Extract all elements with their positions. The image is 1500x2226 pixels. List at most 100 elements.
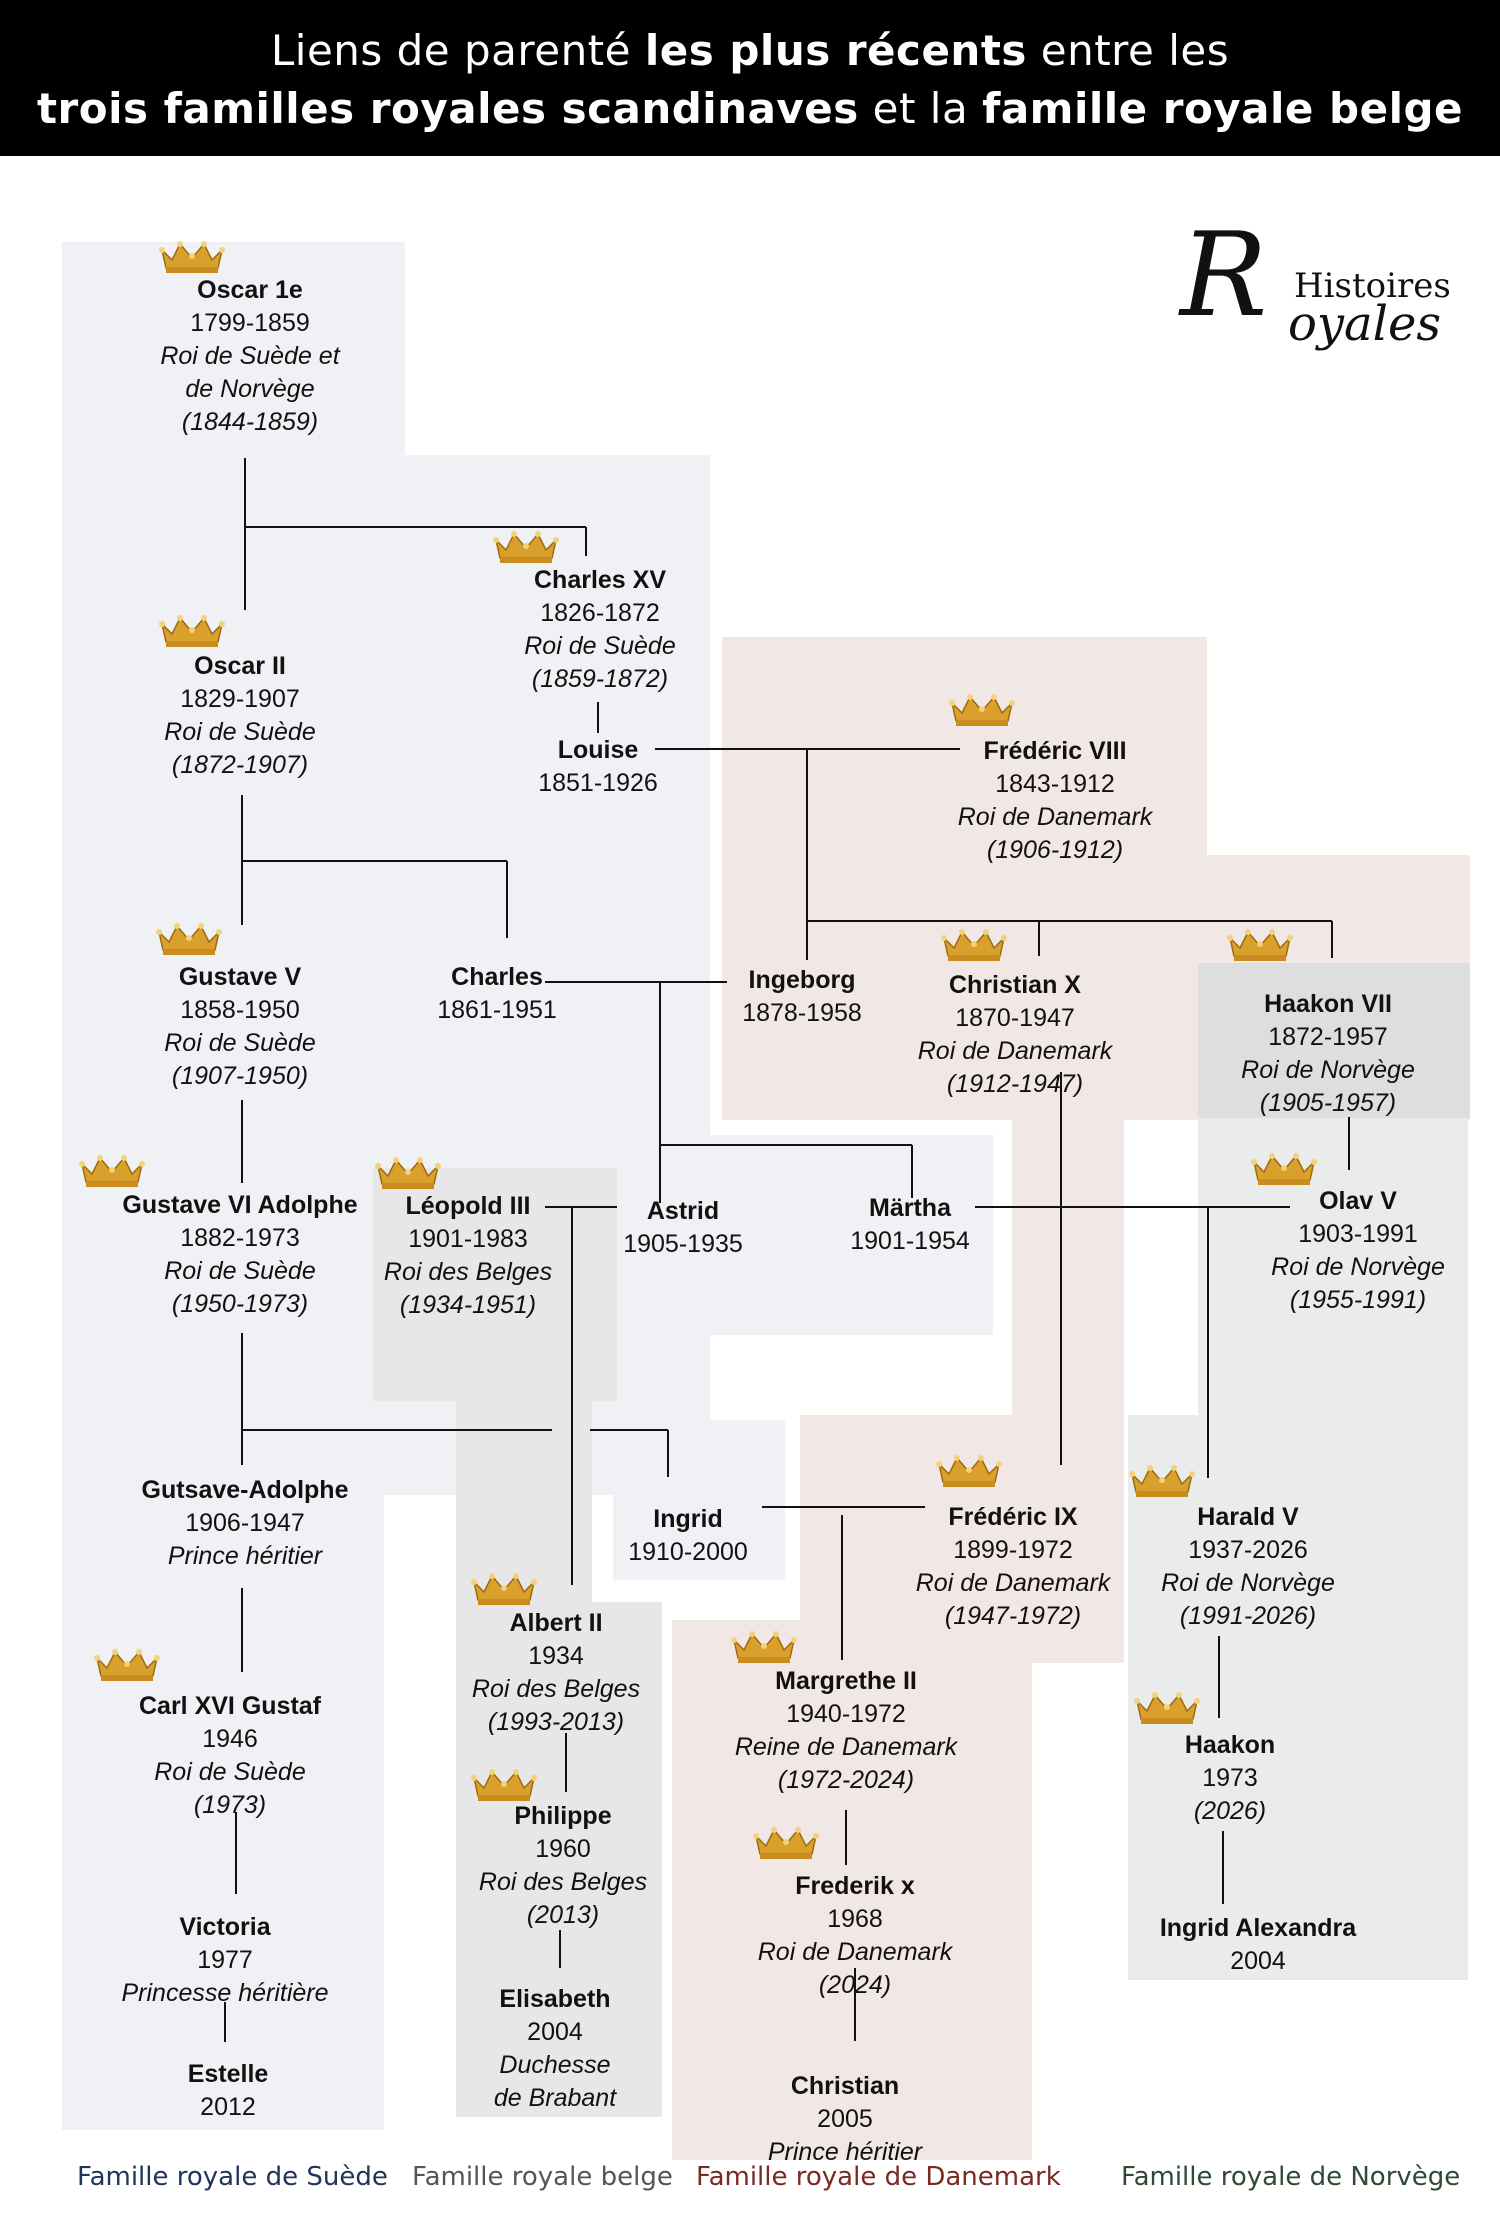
- crown-icon: [94, 1649, 160, 1681]
- person-years: 1973: [1202, 1764, 1258, 1792]
- crown-icon: [159, 615, 225, 647]
- person-years: 1861-1951: [437, 996, 557, 1024]
- legend-belgium: Famille royale belge: [412, 2162, 673, 2192]
- person-years: 1903-1991: [1298, 1220, 1418, 1248]
- person-name: Estelle: [187, 2060, 269, 2088]
- belgium-zone: [456, 1400, 592, 1605]
- person-name: Margrethe II: [775, 1667, 917, 1695]
- person-title: Roi de Danemark: [957, 803, 1153, 831]
- legend-denmark: Famille royale de Danemark: [696, 2162, 1061, 2192]
- norway-zone-overlap: [1198, 963, 1470, 1118]
- person-years: 1843-1912: [995, 770, 1115, 798]
- person-years: 2012: [200, 2093, 256, 2121]
- person-years: 1899-1972: [953, 1536, 1073, 1564]
- norway-zone: [1128, 1415, 1468, 1980]
- person-years: 1977: [197, 1946, 253, 1974]
- person-years: 1968: [827, 1905, 883, 1933]
- person-title: Roi des Belges: [478, 1868, 648, 1896]
- person-title: (1993-2013): [487, 1708, 625, 1736]
- person-title: (1905-1957): [1259, 1089, 1397, 1117]
- person-years: 1910-2000: [628, 1538, 748, 1566]
- person-title: Princesse héritière: [121, 1979, 329, 2007]
- sweden-zone: [62, 1490, 384, 2130]
- person-years: 1937-2026: [1188, 1536, 1308, 1564]
- title-banner: Liens de parenté les plus récents entre …: [0, 0, 1500, 156]
- person-title: (2013): [526, 1901, 600, 1929]
- person-years: 1946: [202, 1725, 258, 1753]
- person-title: Roi de Suède: [164, 1257, 316, 1285]
- crown-icon: [1227, 929, 1293, 961]
- person-title: de Norvège: [185, 375, 315, 403]
- person-node: Charles 1861-1951: [437, 961, 557, 1027]
- title-part: Liens de parenté: [270, 26, 645, 75]
- person-title: Roi de Danemark: [917, 1037, 1113, 1065]
- person-name: Christian: [790, 2072, 900, 2100]
- person-title: (1844-1859): [181, 408, 319, 436]
- sweden-zone: [62, 242, 405, 457]
- person-years: 1858-1950: [180, 996, 300, 1024]
- person-name: Albert II: [509, 1609, 603, 1637]
- person-title: Roi de Suède: [524, 632, 676, 660]
- person-name: Elisabeth: [499, 1985, 611, 2013]
- person-years: 1799-1859: [190, 309, 310, 337]
- person-years: 1934: [528, 1642, 584, 1670]
- person-title: (1991-2026): [1179, 1602, 1317, 1630]
- person-title: (1955-1991): [1289, 1286, 1427, 1314]
- person-years: 2004: [527, 2018, 583, 2046]
- person-title: Roi de Suède et: [160, 342, 340, 370]
- person-name: Ingeborg: [748, 966, 856, 994]
- person-title: Reine de Danemark: [734, 1733, 958, 1761]
- person-title: (1912-1947): [946, 1070, 1084, 1098]
- crown-icon: [493, 531, 559, 563]
- logo-initial: R: [1180, 208, 1268, 343]
- person-title: (1859-1872): [531, 665, 669, 693]
- person-title: Roi de Suède: [164, 718, 316, 746]
- person-name: Victoria: [179, 1913, 271, 1941]
- person-name: Haakon: [1184, 1731, 1276, 1759]
- person-name: Astrid: [646, 1197, 720, 1225]
- crown-icon: [941, 929, 1007, 961]
- person-title: Duchesse: [499, 2051, 611, 2079]
- person-name: Christian X: [949, 971, 1081, 999]
- person-name: Louise: [557, 736, 639, 764]
- title-part: et la: [858, 84, 983, 133]
- person-name: Charles: [451, 963, 543, 991]
- title-line-2: trois familles royales scandinaves et la…: [0, 84, 1500, 133]
- person-years: 1851-1926: [538, 769, 658, 797]
- person-years: 1901-1983: [408, 1225, 528, 1253]
- person-title: Roi de Danemark: [915, 1569, 1111, 1597]
- person-name: Märtha: [869, 1194, 951, 1222]
- crown-icon: [159, 241, 225, 273]
- person-node: Louise 1851-1926: [538, 734, 658, 800]
- person-name: Oscar 1e: [197, 276, 303, 304]
- belgium-zone: [456, 1602, 662, 2117]
- person-title: (1973): [193, 1791, 267, 1819]
- person-title: (1950-1973): [171, 1290, 309, 1318]
- person-title: Roi de Danemark: [757, 1938, 953, 1966]
- sweden-zone: [613, 1420, 785, 1580]
- crown-icon: [471, 1573, 537, 1605]
- person-name: Gutsave-Adolphe: [141, 1476, 349, 1504]
- person-years: 2005: [817, 2105, 873, 2133]
- norway-zone: [1198, 1118, 1468, 1418]
- person-title: Roi de Norvège: [1161, 1569, 1335, 1597]
- person-title: (2024): [818, 1971, 892, 1999]
- person-name: Frédéric IX: [948, 1503, 1078, 1531]
